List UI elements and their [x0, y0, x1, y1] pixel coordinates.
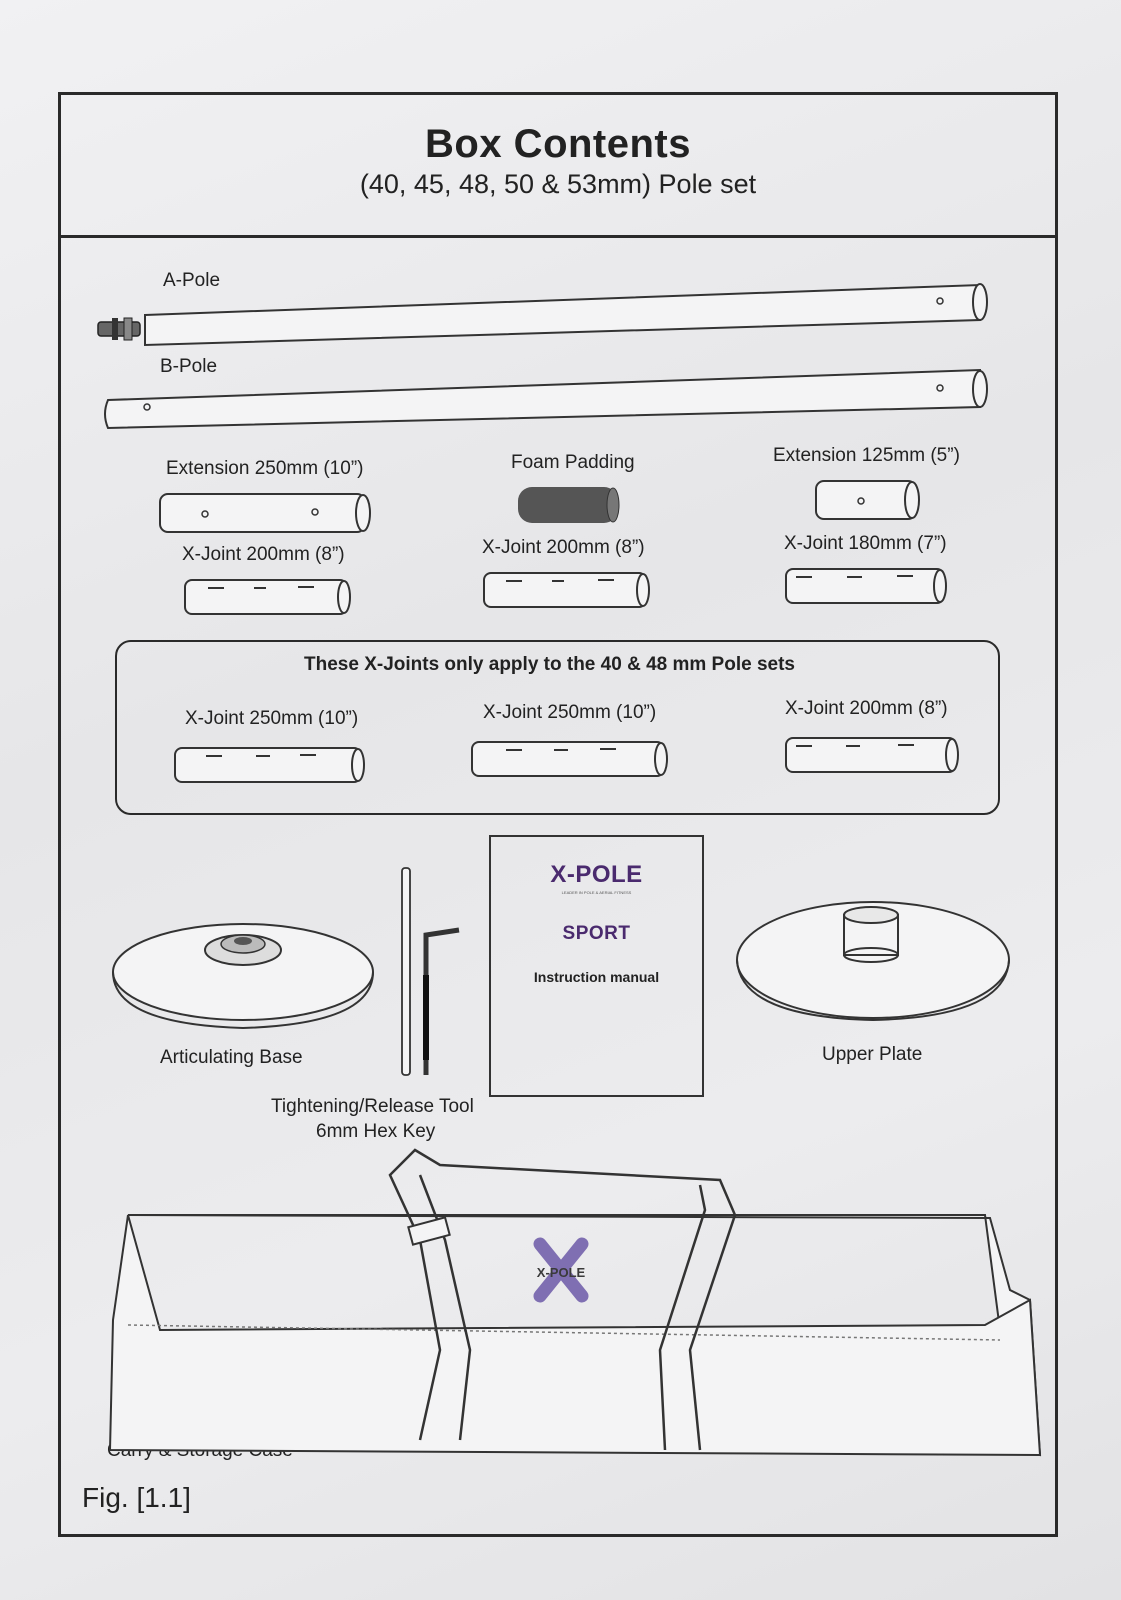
b-pole-drawing: [104, 368, 988, 430]
b-pole-label: B-Pole: [160, 356, 218, 377]
note-box-heading: These X-Joints only apply to the 40 & 48…: [304, 654, 795, 675]
extension-250-drawing: [159, 493, 371, 533]
manual-product: SPORT: [562, 923, 631, 944]
tool-drawing: [401, 867, 460, 1076]
manual-brand: X-POLE: [550, 861, 643, 888]
xjoint-200-left-label: X-Joint 200mm (8”): [182, 544, 345, 565]
note-xjoint-2-label: X-Joint 250mm (10”): [483, 702, 657, 723]
case-logo: X-POLE: [533, 1237, 589, 1303]
manual-tagline: LEADER IN POLE & AERIAL FITNESS: [561, 890, 632, 895]
note-xjoint-2-drawing: [471, 741, 668, 777]
xjoint-180-label: X-Joint 180mm (7”): [784, 533, 947, 554]
upper-plate-drawing: [736, 901, 1010, 1022]
manual-label: Instruction manual: [533, 969, 660, 985]
figure-frame: [58, 92, 1058, 1537]
note-box: [115, 640, 1000, 815]
a-pole-label: A-Pole: [163, 270, 221, 291]
header: Box Contents (40, 45, 48, 50 & 53mm) Pol…: [58, 92, 1058, 238]
extension-125-drawing: [815, 480, 920, 520]
articulating-base-drawing: [112, 923, 374, 1030]
note-xjoint-3-label: X-Joint 200mm (8”): [785, 698, 948, 719]
figure-label: Fig. [1.1]: [82, 1482, 191, 1513]
xjoint-200-left-drawing: [184, 579, 351, 615]
xjoint-200-mid-label: X-Joint 200mm (8”): [482, 537, 645, 558]
case-logo-text: X-POLE: [537, 1265, 586, 1280]
extension-250-label: Extension 250mm (10”): [166, 458, 364, 479]
xjoint-200-mid-drawing: [483, 572, 650, 608]
foam-padding-label: Foam Padding: [511, 452, 635, 473]
upper-plate-label: Upper Plate: [822, 1044, 923, 1065]
instruction-manual: X-POLE LEADER IN POLE & AERIAL FITNESS S…: [489, 835, 704, 1097]
xjoint-180-drawing: [785, 568, 947, 604]
tool-label-line1: Tightening/Release Tool: [271, 1096, 474, 1117]
carry-case-drawing: [108, 1148, 1042, 1457]
foam-padding-drawing: [518, 487, 620, 523]
page-title: Box Contents: [425, 122, 691, 166]
articulating-base-label: Articulating Base: [160, 1047, 303, 1068]
note-xjoint-3-drawing: [785, 737, 959, 773]
page-subtitle: (40, 45, 48, 50 & 53mm) Pole set: [359, 169, 757, 199]
a-pole-drawing: [97, 283, 988, 347]
extension-125-label: Extension 125mm (5”): [773, 445, 960, 466]
note-xjoint-1-drawing: [174, 747, 365, 783]
tool-label-line2: 6mm Hex Key: [316, 1121, 436, 1142]
note-xjoint-1-label: X-Joint 250mm (10”): [185, 708, 359, 729]
